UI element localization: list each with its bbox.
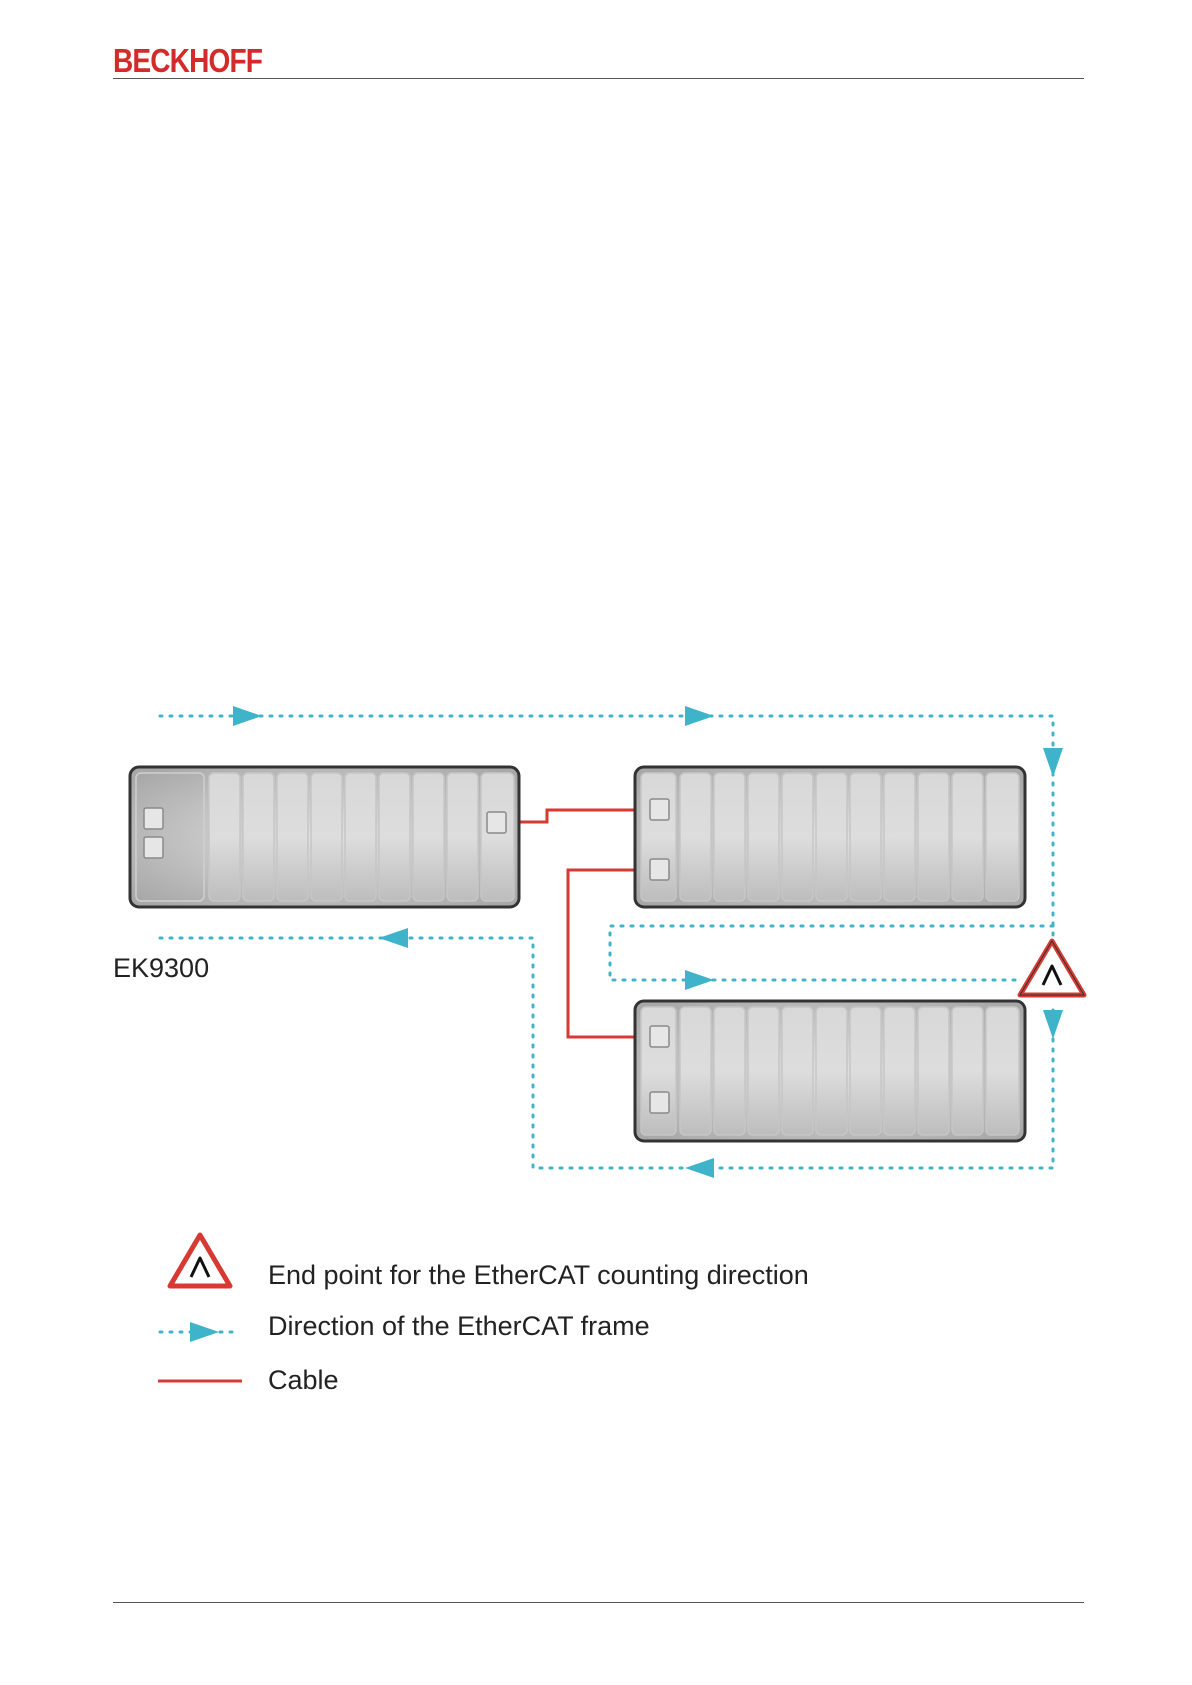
frame-path-middle [610,926,1053,980]
ethernet-port-icon [650,1092,669,1113]
direction-arrow-icon [1043,1010,1063,1039]
direction-arrow-icon [233,706,262,726]
legend-end-point-icon [170,1235,230,1286]
legend-direction-label: Direction of the EtherCAT frame [268,1311,650,1341]
cable-ek9300-to-unit2 [505,810,650,822]
ethernet-port-icon [650,859,669,880]
direction-arrow-icon [685,970,714,990]
bus-coupler-unit-3 [635,1001,1025,1141]
legend-end-point-label: End point for the EtherCAT counting dire… [268,1260,809,1290]
direction-arrow-icon [379,928,408,948]
ek9300-device [130,767,519,907]
legend-cable-label: Cable [268,1365,339,1395]
bus-coupler-unit-2 [635,767,1025,907]
ek9300-label: EK9300 [113,953,209,983]
ethernet-port-icon [487,812,506,833]
ethernet-port-icon [650,799,669,820]
legend: End point for the EtherCAT counting dire… [158,1235,809,1395]
ethernet-port-icon [144,837,163,858]
end-point-warning-icon [1020,941,1084,995]
ethernet-port-icon [650,1026,669,1047]
direction-arrow-icon [685,1158,714,1178]
direction-arrow-icon [1043,748,1063,777]
ethernet-port-icon [144,808,163,829]
legend-direction-icon [160,1322,240,1342]
footer-divider [113,1602,1084,1603]
direction-arrow-icon [685,706,714,726]
